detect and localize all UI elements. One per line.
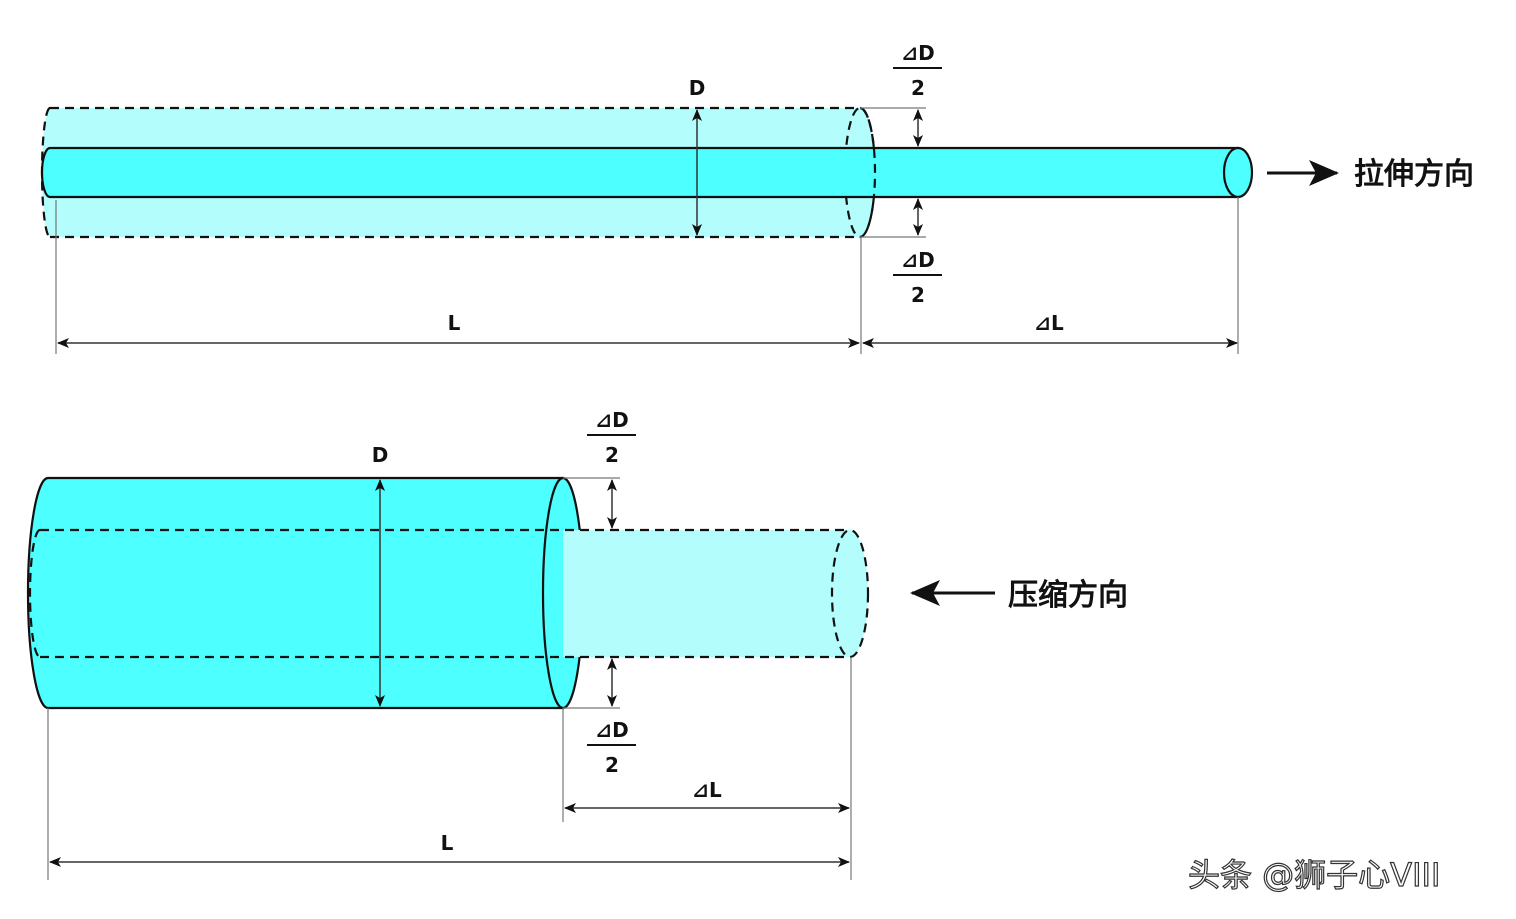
- stretched-rod: [40, 106, 1254, 239]
- delta-d-half-bottom-fraction: ⊿D 2: [893, 248, 942, 307]
- svg-text:2: 2: [911, 76, 925, 100]
- compression-diagram: D ⊿D 2 ⊿D 2 ⊿L L 压缩方向: [26, 408, 1128, 880]
- svg-text:2: 2: [605, 443, 619, 467]
- diameter-label: D: [372, 443, 389, 467]
- original-cylinder-ghost: [28, 528, 870, 659]
- svg-text:⊿D: ⊿D: [901, 248, 934, 272]
- delta-d-half-bottom-fraction: ⊿D 2: [587, 718, 636, 777]
- svg-text:2: 2: [911, 283, 925, 307]
- watermark: 头条 @狮子心VIII: [1188, 856, 1440, 894]
- delta-d-half-top-fraction: ⊿D 2: [587, 408, 636, 467]
- tension-direction-label: 拉伸方向: [1354, 157, 1474, 192]
- diameter-label: D: [689, 76, 706, 100]
- delta-l-label: ⊿L: [692, 778, 722, 802]
- delta-d-half-top-fraction: ⊿D 2: [893, 41, 942, 100]
- svg-text:⊿D: ⊿D: [595, 718, 628, 742]
- svg-text:⊿D: ⊿D: [901, 41, 934, 65]
- compressed-cylinder: [26, 476, 585, 710]
- length-label: L: [441, 831, 454, 855]
- compression-direction-label: 压缩方向: [1008, 578, 1128, 613]
- length-label: L: [448, 311, 461, 335]
- svg-text:⊿D: ⊿D: [595, 408, 628, 432]
- delta-l-label: ⊿L: [1034, 311, 1064, 335]
- tension-diagram: D ⊿D 2 ⊿D 2 L ⊿L 拉伸方向: [40, 41, 1474, 354]
- svg-text:2: 2: [605, 753, 619, 777]
